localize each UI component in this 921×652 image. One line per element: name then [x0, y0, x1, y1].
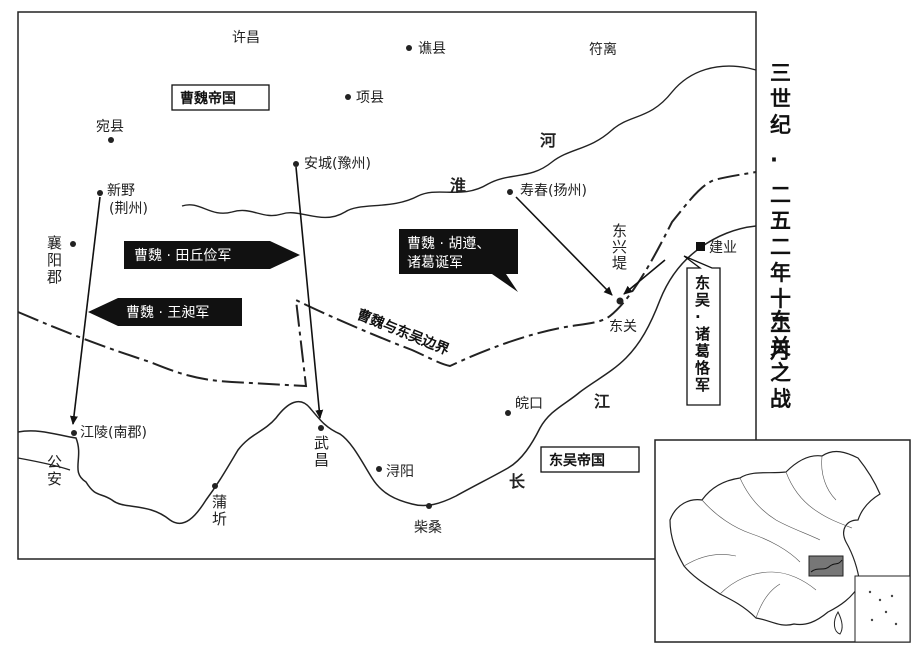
china-outline: [669, 450, 881, 626]
city-gongan: 公安: [47, 453, 62, 488]
south-sea-islands: [868, 590, 898, 626]
army-guanqiujian-label: 曹魏 · 田丘俭军: [134, 248, 231, 264]
dot-jiangling: [71, 430, 77, 436]
hainan-island: [833, 610, 843, 635]
city-dongguan: 东关: [609, 319, 637, 335]
city-xiangyang: 襄阳郡: [47, 234, 62, 286]
dot-wankou: [505, 410, 511, 416]
city-xiangxian: 项县: [356, 90, 384, 106]
south-sea-inset: [854, 575, 911, 643]
huai-river: [181, 65, 757, 219]
city-fuli: 符离: [589, 41, 617, 58]
city-puqi: 蒲圻: [212, 493, 227, 528]
inset-highlight: [808, 555, 844, 577]
dot-qiaoxian: [406, 45, 412, 51]
river-label-chang: 长: [509, 472, 526, 491]
river-label-huai: 淮: [450, 176, 466, 195]
arrow-zhugeke: [623, 259, 666, 295]
empire-wu-label: 东吴帝国: [549, 452, 605, 469]
dot-chaisang: [426, 503, 432, 509]
province-lines: [683, 455, 853, 619]
city-wankou: 皖口: [515, 396, 543, 412]
city-jiangling: 江陵(南郡): [80, 425, 147, 441]
river-label-jiang: 江: [594, 392, 610, 411]
arrow-wangchang: [69, 196, 101, 425]
wei-wu-border: [17, 171, 757, 388]
dot-xiangyang: [70, 241, 76, 247]
empire-wei-label: 曹魏帝国: [180, 90, 236, 107]
army-guanqiujian: 曹魏 · 田丘俭军: [124, 241, 300, 269]
city-wanxian: 宛县: [96, 119, 124, 135]
dot-xunyang: [376, 466, 382, 472]
city-dots: [70, 45, 705, 509]
city-xinye: 新野: [107, 183, 135, 199]
inset-china-map: [654, 439, 911, 643]
river-label-he: 河: [540, 131, 556, 150]
inset-river: [810, 559, 843, 573]
city-shouchun: 寿春(扬州): [520, 182, 587, 199]
army-zhugeke: 东吴·诸葛恪军: [683, 255, 721, 406]
border-label: 曹魏与东吴边界: [355, 306, 453, 359]
city-labels: 许昌 谯县 符离 项县 宛县 安城(豫州) 新野 (荆州) 寿春(扬州) 建业 …: [80, 30, 737, 536]
yangtze-river-west: [17, 457, 71, 471]
map-frame: [17, 11, 757, 560]
title-battle: 东关之战: [770, 309, 791, 411]
title-date: 三世纪·二五二年十二月: [769, 61, 791, 363]
army-hutun-label-2: 诸葛诞军: [407, 255, 463, 271]
city-chaisang: 柴桑: [414, 520, 442, 536]
arrow-guanqiujian: [295, 166, 324, 419]
dot-puqi: [212, 483, 218, 489]
dot-xiangxian: [345, 94, 351, 100]
dot-shouchun: [507, 189, 513, 195]
army-wangchang-label: 曹魏 · 王昶军: [126, 305, 209, 321]
army-wangchang: 曹魏 · 王昶军: [88, 298, 242, 326]
yangtze-river: [17, 225, 757, 525]
army-zhugeke-label: 东吴·诸葛恪军: [694, 274, 711, 394]
dot-xinye: [97, 190, 103, 196]
city-dongxingdi: 东兴堤: [612, 222, 627, 272]
dot-wuchang: [318, 425, 324, 431]
army-hutun-label-1: 曹魏 · 胡遵、: [407, 235, 490, 252]
dot-wanxian: [108, 137, 114, 143]
city-jianye: 建业: [709, 240, 737, 256]
dot-ancheng: [293, 161, 299, 167]
dot-dongguan: [616, 297, 624, 305]
army-arrows: [69, 166, 666, 425]
jianye-capital-square: [696, 242, 705, 251]
city-wuchang: 武昌: [314, 434, 329, 469]
army-hutun: 曹魏 · 胡遵、 诸葛诞军: [399, 229, 518, 292]
city-ancheng: 安城(豫州): [304, 156, 371, 172]
city-xunyang: 浔阳: [386, 464, 414, 480]
arrow-hutun: [515, 196, 613, 296]
city-qiaoxian: 谯县: [418, 41, 446, 57]
city-xinye-sub: (荆州): [109, 201, 148, 217]
empire-wu-box: 东吴帝国: [540, 446, 640, 473]
city-xuchang: 许昌: [232, 30, 260, 46]
empire-wei-box: 曹魏帝国: [171, 84, 270, 111]
